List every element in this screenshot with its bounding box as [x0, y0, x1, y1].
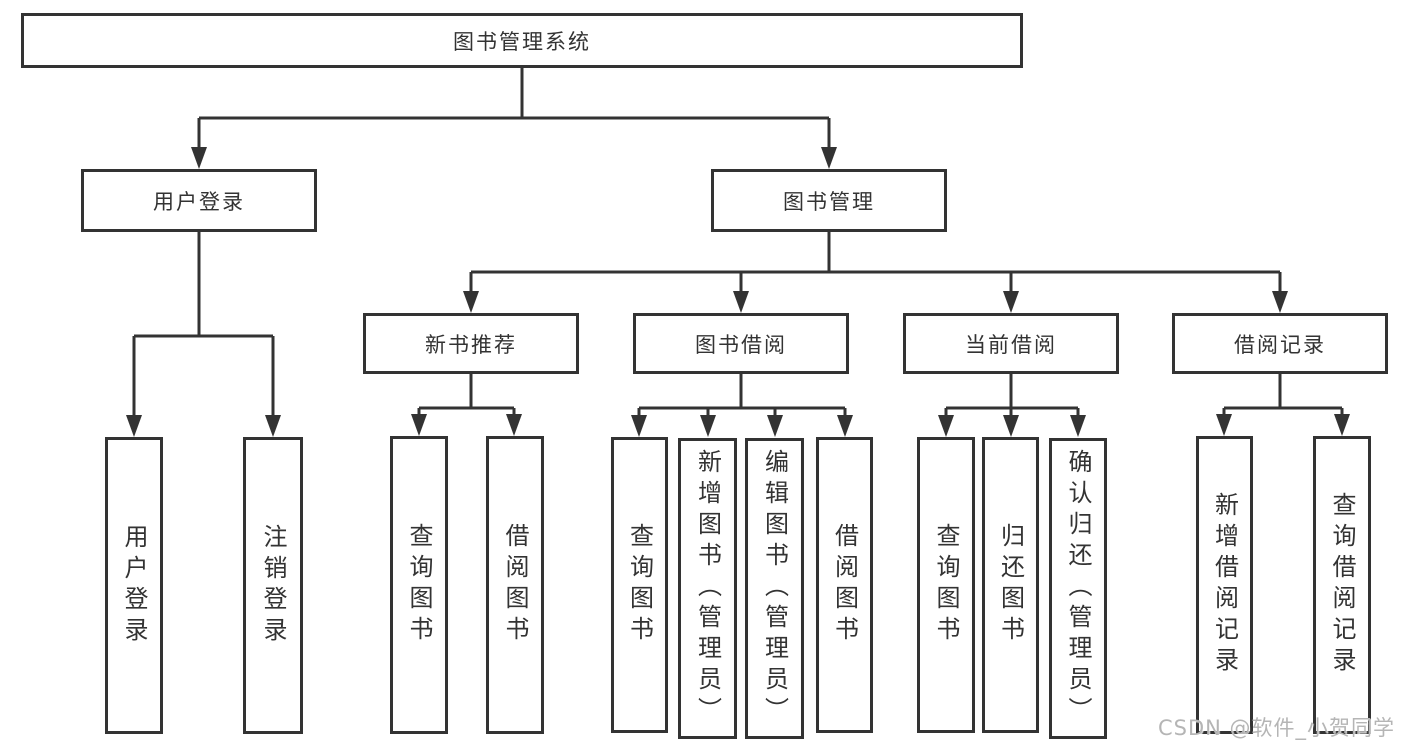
leaf-confirm-return-admin: 确认归还（管理员） — [1049, 438, 1107, 739]
leaf-edit-books-admin: 编辑图书（管理员） — [745, 438, 804, 739]
leaf-borrow-query-books: 查询图书 — [611, 437, 668, 733]
connector-new-book-branch — [411, 374, 522, 436]
connector-user-login-branch — [126, 232, 281, 437]
leaf-return-books-label: 归还图书 — [996, 523, 1025, 647]
node-current-borrow: 当前借阅 — [903, 313, 1119, 374]
leaf-current-query-books-label: 查询图书 — [932, 523, 960, 647]
leaf-add-books-admin-label: 新增图书（管理员） — [693, 449, 722, 728]
leaf-borrow-borrow-books: 借阅图书 — [816, 437, 873, 733]
node-book-management: 图书管理 — [711, 169, 947, 232]
leaf-user-login: 用户登录 — [105, 437, 163, 734]
connector-current-borrow-branch — [938, 374, 1086, 437]
leaf-edit-books-admin-label: 编辑图书（管理员） — [760, 449, 789, 728]
leaf-confirm-return-admin-label: 确认归还（管理员） — [1064, 449, 1092, 728]
leaf-borrow-query-books-label: 查询图书 — [625, 523, 654, 647]
leaf-newbook-query-books: 查询图书 — [390, 436, 448, 734]
leaf-user-login-label: 用户登录 — [120, 523, 148, 648]
leaf-newbook-borrow-books: 借阅图书 — [486, 436, 544, 734]
leaf-query-borrow-record-label: 查询借阅记录 — [1328, 492, 1356, 678]
connector-book-management-branch — [463, 232, 1288, 313]
leaf-newbook-borrow-books-label: 借阅图书 — [501, 523, 529, 647]
connector-root-branch — [191, 68, 837, 169]
leaf-current-query-books: 查询图书 — [917, 437, 975, 733]
connector-borrow-records-branch — [1216, 374, 1350, 436]
leaf-logout: 注销登录 — [243, 437, 303, 734]
leaf-return-books: 归还图书 — [982, 437, 1039, 733]
node-new-book-recommend: 新书推荐 — [363, 313, 579, 374]
leaf-borrow-borrow-books-label: 借阅图书 — [830, 523, 859, 647]
node-borrow-records: 借阅记录 — [1172, 313, 1388, 374]
leaf-query-borrow-record: 查询借阅记录 — [1313, 436, 1371, 734]
csdn-watermark: CSDN @软件_小贺同学 — [1158, 716, 1396, 740]
node-user-login: 用户登录 — [81, 169, 317, 232]
leaf-add-borrow-record-label: 新增借阅记录 — [1210, 492, 1239, 678]
leaf-add-books-admin: 新增图书（管理员） — [678, 438, 737, 739]
node-library-management-system: 图书管理系统 — [21, 13, 1023, 68]
leaf-newbook-query-books-label: 查询图书 — [405, 523, 433, 647]
connector-book-borrow-branch — [631, 374, 853, 437]
leaf-logout-label: 注销登录 — [259, 523, 287, 648]
node-book-borrow: 图书借阅 — [633, 313, 849, 374]
leaf-add-borrow-record: 新增借阅记录 — [1196, 436, 1253, 734]
